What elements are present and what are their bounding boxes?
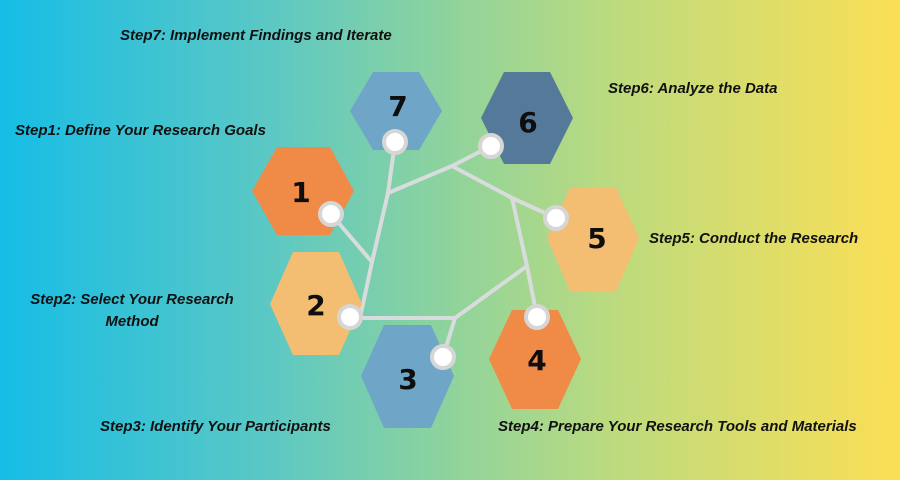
node-7 — [382, 129, 408, 155]
step-number: 1 — [291, 176, 310, 209]
node-4 — [524, 304, 550, 330]
step-number: 5 — [587, 222, 606, 255]
step-number: 2 — [306, 289, 325, 322]
step-4-label: Step4: Prepare Your Research Tools and M… — [498, 418, 857, 435]
step-6-label: Step6: Analyze the Data — [608, 80, 778, 97]
hexagon-shape — [361, 325, 454, 428]
node-2 — [337, 304, 363, 330]
node-6 — [478, 133, 504, 159]
step-number: 7 — [388, 90, 407, 123]
hexagon-shape — [489, 310, 581, 409]
step-2-hexagon: 2 — [270, 252, 362, 355]
node-1 — [318, 201, 344, 227]
step-6-hexagon: 6 — [481, 72, 573, 164]
hexagon-shape — [350, 72, 442, 150]
step-number: 4 — [527, 344, 546, 377]
step-number: 6 — [518, 106, 537, 139]
step-3-label: Step3: Identify Your Participants — [100, 418, 331, 435]
step-4-hexagon: 4 — [489, 310, 581, 409]
hexagon-shape — [481, 72, 573, 164]
step-5-label: Step5: Conduct the Research — [649, 230, 859, 247]
step-7-label: Step7: Implement Findings and Iterate — [120, 27, 392, 44]
node-3 — [430, 344, 456, 370]
connector-nodes — [318, 129, 569, 370]
node-5 — [543, 205, 569, 231]
step-2-label: Step2: Select Your Research Method — [30, 291, 234, 330]
step-5-hexagon: 5 — [547, 188, 639, 291]
step-number: 3 — [398, 363, 417, 396]
hexagon-shape — [270, 252, 362, 355]
step-1-label: Step1: Define Your Research Goals — [15, 122, 266, 139]
step-7-hexagon: 7 — [350, 72, 442, 150]
central-heptagon — [358, 164, 529, 320]
hexagon-shape — [547, 188, 639, 291]
step-3-hexagon: 3 — [361, 325, 454, 428]
